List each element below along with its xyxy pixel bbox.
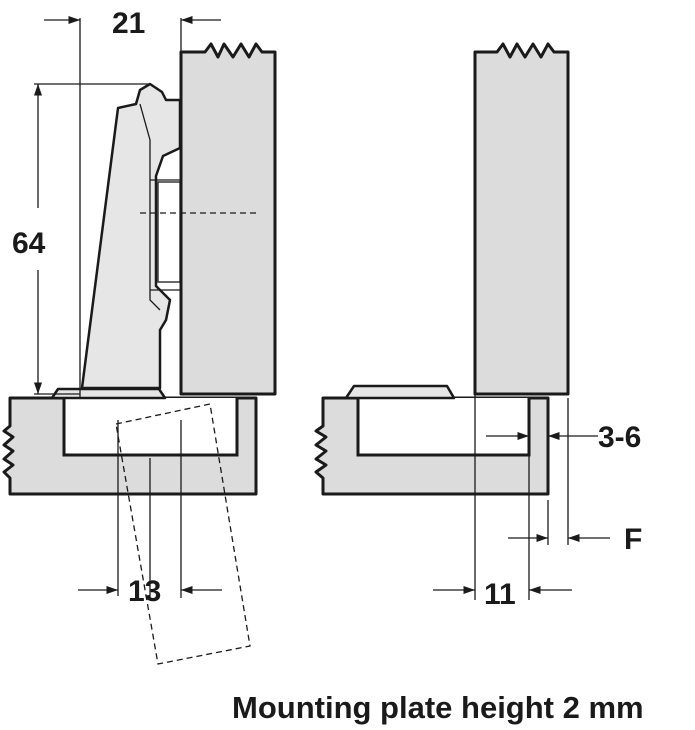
dimension-label-3-6: 3-6 (598, 421, 641, 454)
right-view (314, 42, 610, 600)
left-door-panel (179, 42, 277, 396)
left-door-open-outline (115, 403, 251, 665)
left-cabinet-recess (62, 398, 239, 457)
right-cabinet-recess (356, 398, 531, 457)
dimension-label-F: F (624, 523, 642, 556)
caption: Mounting plate height 2 mm (232, 690, 644, 725)
left-view (2, 15, 277, 665)
right-mounting-plate (344, 384, 456, 400)
right-door-panel (473, 42, 570, 396)
dimension-label-21: 21 (112, 7, 145, 40)
left-hinge-arm (80, 82, 182, 390)
dimension-label-64: 64 (12, 227, 46, 260)
dimension-label-11: 11 (484, 578, 516, 611)
dimension-label-13: 13 (128, 575, 161, 608)
